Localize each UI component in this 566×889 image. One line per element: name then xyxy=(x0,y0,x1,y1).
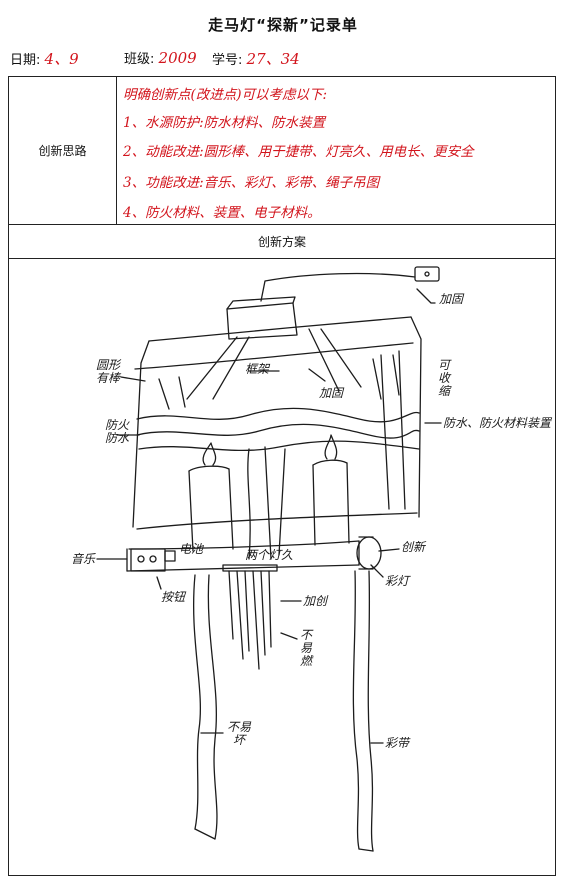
label-waterproof-device: 防水、防火材料装置 xyxy=(443,416,552,430)
label-fire-water: 防火防水 xyxy=(105,418,130,445)
idea-line: 3、功能改进:音乐、彩灯、彩带、绳子吊图 xyxy=(123,175,380,191)
idea-line: 2、动能改进:圆形棒、用于捷带、灯亮久、用电长、更安全 xyxy=(123,144,474,160)
idea-line: 1、水源防护:防水材料、防水装置 xyxy=(123,115,326,131)
label-lamp-long: 两个灯久 xyxy=(245,548,294,562)
label-nonflammable: 不易燃 xyxy=(299,628,312,668)
label-add-innovation: 加创 xyxy=(303,594,328,608)
class-label: 班级: xyxy=(124,52,155,67)
student-id-label: 学号: xyxy=(212,53,243,68)
label-innovation: 创新 xyxy=(401,540,426,554)
innovation-ideas-label: 创新思路 xyxy=(9,77,117,224)
page-title: 走马灯“探新”记录单 xyxy=(208,16,358,34)
label-reinforce-top: 加固 xyxy=(439,292,464,306)
date-value: 4、9 xyxy=(44,50,79,68)
label-collapsible: 可收缩 xyxy=(437,358,450,398)
label-color-light: 彩灯 xyxy=(385,574,410,588)
date-field: 日期: 4、9 xyxy=(10,48,79,69)
student-id-field: 学号: 27、34 xyxy=(212,48,300,69)
record-sheet: 创新思路 明确创新点(改进点)可以考虑以下: 1、水源防护:防水材料、防水装置 … xyxy=(8,76,556,876)
label-reinforce-mid: 加固 xyxy=(319,386,344,400)
label-music: 音乐 xyxy=(71,552,96,566)
label-button: 按钮 xyxy=(161,590,186,604)
innovation-ideas-row: 创新思路 明确创新点(改进点)可以考虑以下: 1、水源防护:防水材料、防水装置 … xyxy=(9,77,555,225)
label-not-broken: 不易坏 xyxy=(226,720,251,747)
label-round-rod: 圆形有棒 xyxy=(95,358,120,385)
idea-line: 4、防火材料、装置、电子材料。 xyxy=(123,205,321,221)
label-battery: 电池 xyxy=(179,542,204,556)
label-frame: 框架 xyxy=(245,362,270,376)
lantern-sketch-drawing xyxy=(96,266,442,852)
plan-header: 创新方案 xyxy=(9,225,555,259)
class-value: 2009 xyxy=(158,49,197,67)
idea-line: 明确创新点(改进点)可以考虑以下: xyxy=(123,87,328,103)
lantern-sketch: 加固 圆形有棒 框架 加固 可收缩 防火防水 防水、防火材料装置 音乐 电池 两… xyxy=(9,259,555,875)
class-field: 班级: 2009 xyxy=(124,48,197,67)
date-label: 日期: xyxy=(10,53,41,68)
student-id-value: 27、34 xyxy=(246,50,300,68)
label-ribbon: 彩带 xyxy=(385,736,410,750)
